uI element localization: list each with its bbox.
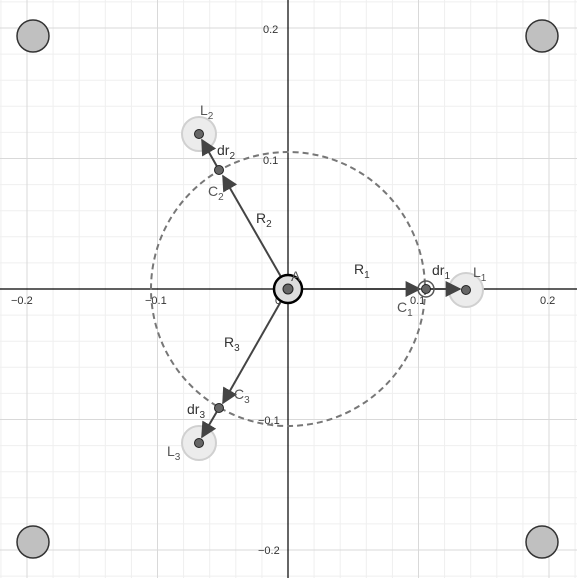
point-L3[interactable] bbox=[194, 438, 204, 448]
y-tick-0.2: 0.2 bbox=[263, 24, 278, 36]
x-tick-0.2: 0.2 bbox=[540, 295, 555, 307]
label-R3: R3 bbox=[224, 334, 240, 354]
origin-label: 0 bbox=[275, 295, 281, 307]
label-dr3: dr3 bbox=[187, 401, 205, 421]
corner-marker-top-right[interactable] bbox=[525, 19, 559, 53]
label-R1: R1 bbox=[354, 261, 370, 281]
label-R2: R2 bbox=[256, 210, 272, 230]
x-tick-neg-0.1: −0.1 bbox=[145, 295, 167, 307]
vector-dr2[interactable] bbox=[201, 138, 220, 171]
point-C2[interactable] bbox=[214, 165, 224, 175]
y-tick-neg-0.2: −0.2 bbox=[258, 545, 280, 557]
corner-marker-bottom-right[interactable] bbox=[525, 525, 559, 559]
vector-R3[interactable] bbox=[222, 288, 289, 405]
point-L2[interactable] bbox=[194, 129, 204, 139]
point-C1-ring bbox=[417, 280, 435, 298]
label-dr2: dr2 bbox=[217, 142, 235, 162]
point-C1[interactable] bbox=[421, 284, 431, 294]
label-L3: L3 bbox=[167, 443, 181, 463]
x-tick-neg-0.2: −0.2 bbox=[11, 295, 33, 307]
vector-R2[interactable] bbox=[222, 174, 289, 290]
vector-dr3[interactable] bbox=[201, 407, 220, 439]
point-L1[interactable] bbox=[461, 285, 471, 295]
label-dr1: dr1 bbox=[432, 262, 450, 282]
label-C3: C3 bbox=[234, 386, 250, 406]
corner-marker-bottom-left[interactable] bbox=[16, 525, 50, 559]
label-C2: C2 bbox=[208, 183, 224, 203]
corner-marker-top-left[interactable] bbox=[16, 19, 50, 53]
point-C3[interactable] bbox=[214, 403, 224, 413]
x-tick-0.1: 0.1 bbox=[410, 295, 425, 307]
label-L2: L2 bbox=[200, 102, 214, 122]
label-A: A bbox=[291, 268, 301, 284]
point-A[interactable] bbox=[282, 283, 294, 295]
label-L1: L1 bbox=[473, 264, 487, 284]
label-C1: C1 bbox=[397, 299, 413, 319]
y-tick-0.1: 0.1 bbox=[263, 155, 278, 167]
y-tick-neg-0.1: −0.1 bbox=[258, 415, 280, 427]
